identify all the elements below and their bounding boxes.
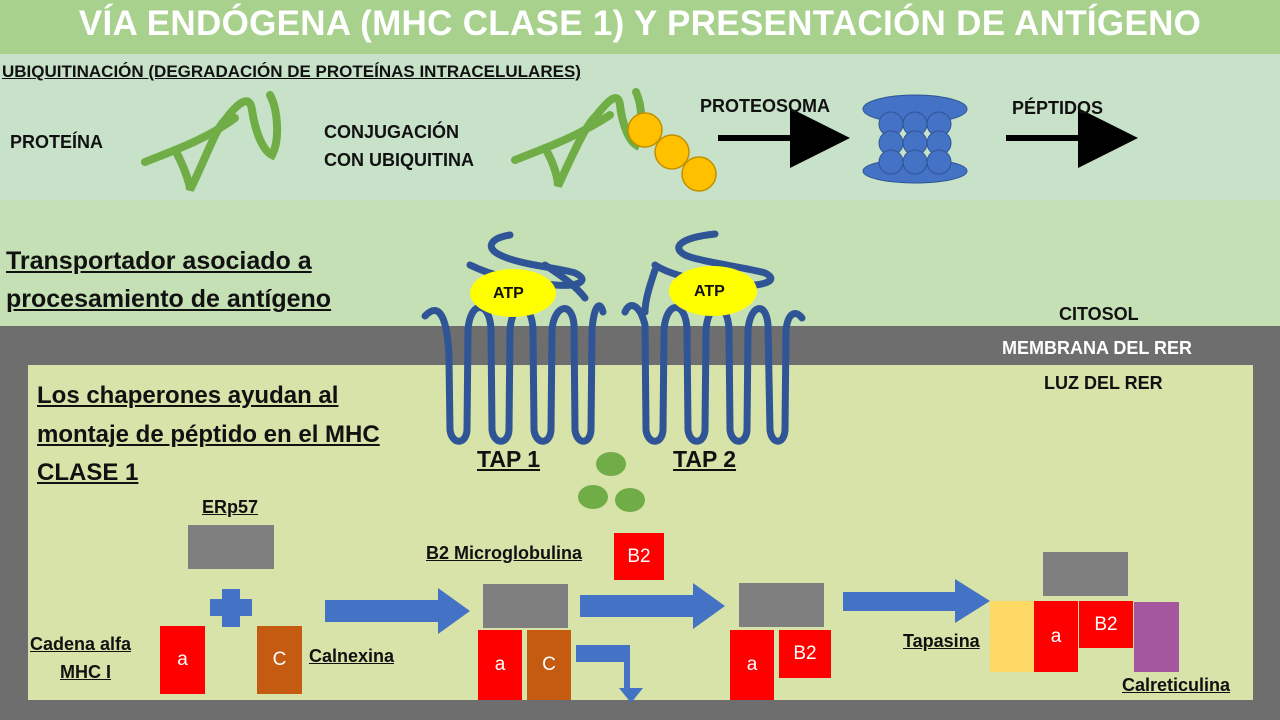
plus-icon: [210, 589, 252, 627]
alpha-chain-box-step4: a: [1034, 601, 1078, 672]
conjugation-label-line1: CONJUGACIÓN: [324, 122, 460, 142]
calreticulin-label: Calreticulina: [1122, 675, 1231, 695]
alpha-chain-label-line2: MHC I: [60, 662, 111, 682]
calreticulin-box: [1134, 602, 1179, 672]
atp-2-icon: [669, 266, 757, 316]
b2m-box: B2: [614, 533, 664, 580]
tap1-transporter-icon: [421, 231, 607, 445]
lumen-label: LUZ DEL RER: [1044, 373, 1163, 393]
chaperones-heading-line3: CLASE 1: [37, 459, 139, 486]
peptide-icon: [596, 452, 626, 476]
title-bar: [0, 0, 1280, 54]
assembly-arrow-2: [580, 583, 725, 629]
erp57-box-step4: [1043, 552, 1128, 596]
erp57-box-step3: [739, 583, 824, 627]
alpha-chain-box-step3: a: [730, 630, 774, 700]
tap-band: [0, 200, 1280, 326]
tap-heading-line1: Transportador asociado a: [6, 247, 312, 275]
ubiquitin-icon: [654, 134, 690, 170]
b2m-label: B2 Microglobulina: [426, 543, 583, 563]
assembly-arrow-1: [325, 588, 470, 634]
protein-icon: [141, 91, 282, 192]
tap2-transporter-icon: [621, 230, 806, 445]
tap2-label: TAP 2: [673, 446, 737, 472]
protein-label: PROTEÍNA: [10, 132, 104, 152]
peptides-label: PÉPTIDOS: [1012, 98, 1104, 118]
erp57-box: [188, 525, 274, 569]
conjugation-label-line2: CON UBIQUITINA: [324, 150, 474, 170]
ubiquitin-icon: [681, 156, 717, 192]
calnexin-label: Calnexina: [309, 646, 395, 666]
tap-heading-line2: procesamiento de antígeno: [6, 285, 332, 313]
peptide-icon: [615, 488, 645, 512]
assembly-arrow-3: [843, 579, 990, 623]
atp-1-label: ATP: [493, 285, 524, 302]
atp-2-label: ATP: [694, 283, 725, 300]
ubiquitin-icon: [627, 112, 663, 148]
proteasome-label: PROTEOSOMA: [700, 96, 831, 116]
ubiquitination-heading: UBIQUITINACIÓN (DEGRADACIÓN DE PROTEÍNAS…: [2, 62, 581, 81]
tap1-label: TAP 1: [477, 446, 541, 472]
chaperones-heading-line1: Los chaperones ayudan al: [37, 382, 339, 409]
chaperones-heading-line2: montaje de péptido en el MHC: [37, 421, 380, 448]
erp57-box-complex: [483, 584, 568, 628]
calnexin-box: C: [257, 626, 302, 694]
calnexin-release-arrow: [576, 645, 643, 703]
atp-1-icon: [470, 269, 556, 317]
erp57-label: ERp57: [202, 497, 259, 517]
b2m-box-step3: B2: [779, 630, 831, 678]
peptide-icon: [578, 485, 608, 509]
proteasome-icon: [862, 94, 968, 184]
tapasin-label: Tapasina: [903, 631, 980, 651]
alpha-chain-label-line1: Cadena alfa: [30, 634, 132, 654]
page-title: VÍA ENDÓGENA (MHC CLASE 1) Y PRESENTACIÓ…: [78, 4, 1202, 43]
tapasin-box: [990, 601, 1034, 672]
ubiquitinated-protein-icon: [511, 88, 717, 192]
calnexin-box-complex: C: [527, 630, 571, 700]
cytosol-label: CITOSOL: [1059, 304, 1139, 324]
alpha-chain-box-complex: a: [478, 630, 522, 700]
b2m-box-step4: B2: [1079, 601, 1133, 648]
membrane-label: MEMBRANA DEL RER: [1002, 338, 1193, 358]
alpha-chain-box: a: [160, 626, 205, 694]
